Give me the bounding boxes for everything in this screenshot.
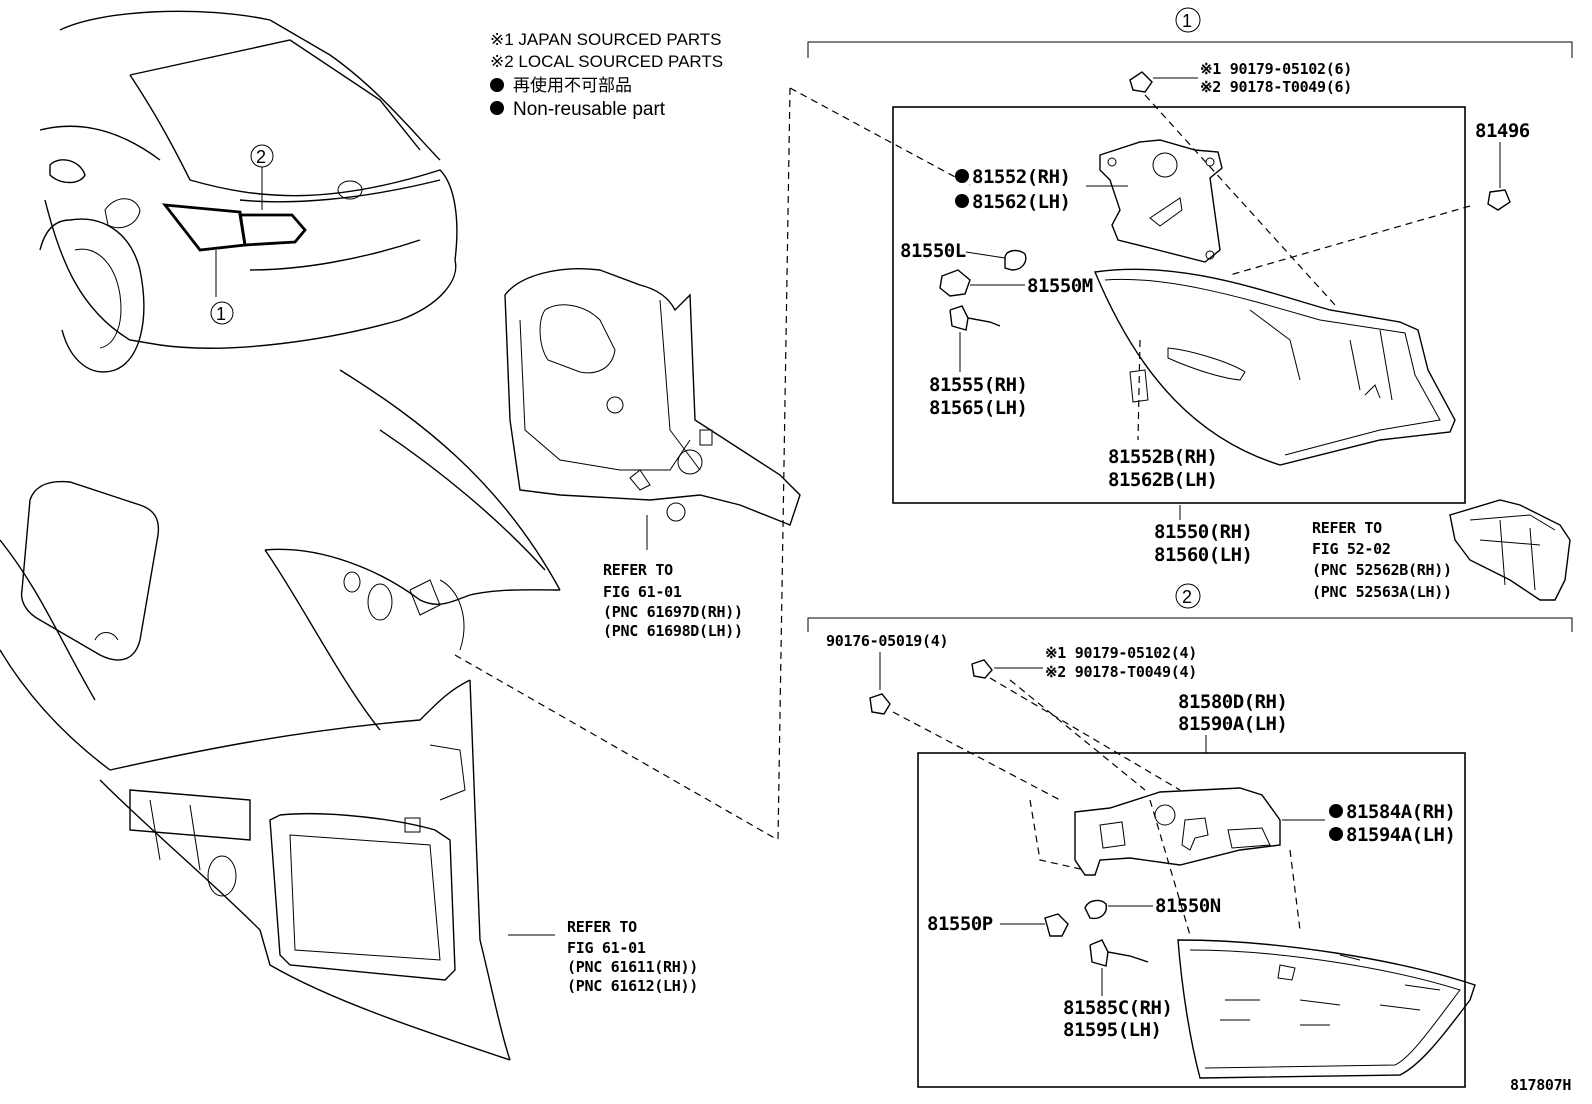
non-reusable-dot-icon bbox=[955, 169, 969, 183]
refer-61b-line3: (PNC 61611(RH)) bbox=[567, 958, 698, 976]
label-seal-lh: 81562B(LH) bbox=[1108, 469, 1217, 491]
legend-japan-sourced: ※1 JAPAN SOURCED PARTS bbox=[490, 30, 722, 49]
label-lamp-rh: 81550(RH) bbox=[1154, 521, 1252, 543]
leader-dashed bbox=[777, 87, 791, 841]
non-reusable-dot-icon bbox=[955, 194, 969, 208]
label-wire2-lh: 81595(LH) bbox=[1063, 1019, 1161, 1041]
refer-61b-line1: REFER TO bbox=[567, 918, 637, 936]
leader-dashed bbox=[454, 654, 779, 841]
leader-dashed bbox=[789, 87, 971, 186]
label-bolt2-local: ※2 90178-T0049(4) bbox=[1045, 663, 1197, 681]
inner-panel-illustration bbox=[504, 268, 801, 550]
bulb-icon bbox=[1004, 249, 1027, 271]
section-1-number: 1 bbox=[1182, 11, 1192, 31]
label-bolt-japan: ※1 90179-05102(6) bbox=[1200, 60, 1352, 78]
legend-non-reusable-en: Non-reusable part bbox=[513, 99, 666, 120]
label-bulb-81550l: 81550L bbox=[900, 240, 966, 262]
non-reusable-dot-icon bbox=[490, 101, 504, 115]
socket-icon bbox=[939, 269, 971, 297]
outer-lamp-highlight bbox=[161, 203, 247, 252]
label-lamp-lh: 81560(LH) bbox=[1154, 544, 1252, 566]
refer-61a-line3: (PNC 61697D(RH)) bbox=[603, 603, 743, 621]
gasket-81552 bbox=[1099, 139, 1223, 263]
label-seal-rh: 81552B(RH) bbox=[1108, 446, 1217, 468]
label-81496: 81496 bbox=[1475, 120, 1530, 142]
label-wire-rh: 81555(RH) bbox=[929, 374, 1027, 396]
inner-lamp-highlight bbox=[238, 213, 307, 247]
refer-61b-line2: FIG 61-01 bbox=[567, 939, 646, 957]
label-gasket2-rh: 81584A(RH) bbox=[1346, 801, 1455, 823]
refer-61b-line4: (PNC 61612(LH)) bbox=[567, 977, 698, 995]
clip-icon bbox=[1487, 189, 1511, 211]
seal-pad bbox=[1129, 369, 1149, 403]
label-bolt2-japan: ※1 90179-05102(4) bbox=[1045, 644, 1197, 662]
refer-52-line4: (PNC 52563A(LH)) bbox=[1312, 583, 1452, 601]
section-2-circle bbox=[1175, 583, 1201, 609]
label-wire2-rh: 81585C(RH) bbox=[1063, 997, 1172, 1019]
label-gasket-rh: 81552(RH) bbox=[972, 166, 1070, 188]
inner-lamp-81580d bbox=[1177, 939, 1476, 1079]
label-socket-81550p: 81550P bbox=[927, 913, 993, 935]
non-reusable-dot-icon bbox=[490, 78, 504, 92]
callout-1-circle bbox=[210, 301, 234, 325]
refer-61a-line1: REFER TO bbox=[603, 561, 673, 579]
label-lamp2-rh: 81580D(RH) bbox=[1178, 691, 1287, 713]
section-1-bracket bbox=[807, 41, 1573, 58]
section-2-bracket bbox=[807, 617, 1573, 632]
label-bolt-local: ※2 90178-T0049(6) bbox=[1200, 78, 1352, 96]
refer-52-line3: (PNC 52562B(RH)) bbox=[1312, 561, 1452, 579]
legend: ※1 JAPAN SOURCED PARTS ※2 LOCAL SOURCED … bbox=[490, 30, 723, 120]
callout-2-number: 2 bbox=[256, 147, 266, 167]
lamp-assembly-box-2 bbox=[917, 752, 1466, 1088]
wire-harness-icon bbox=[949, 305, 1001, 331]
label-lamp2-lh: 81590A(LH) bbox=[1178, 713, 1287, 735]
nut-icon bbox=[869, 693, 891, 715]
label-gasket2-lh: 81594A(LH) bbox=[1346, 824, 1455, 846]
refer-fig-52-02: REFER TO FIG 52-02 (PNC 52562B(RH)) (PNC… bbox=[1312, 499, 1571, 601]
car-rear-illustration: 2 1 bbox=[39, 10, 458, 373]
bolt-icon bbox=[1129, 71, 1153, 93]
bulb-icon bbox=[1084, 899, 1107, 920]
section-2-number: 2 bbox=[1182, 587, 1192, 607]
label-bulb-81550n: 81550N bbox=[1155, 895, 1221, 917]
quarter-panel-illustration bbox=[0, 369, 561, 1061]
label-nut: 90176-05019(4) bbox=[826, 632, 948, 650]
refer-fig-61-01-b: REFER TO FIG 61-01 (PNC 61611(RH)) (PNC … bbox=[567, 918, 698, 995]
label-wire-lh: 81565(LH) bbox=[929, 397, 1027, 419]
legend-non-reusable-jp: 再使用不可部品 bbox=[513, 75, 632, 95]
bracket-52-02 bbox=[1449, 499, 1571, 601]
bolt-icon bbox=[971, 659, 993, 679]
refer-52-line1: REFER TO bbox=[1312, 519, 1382, 537]
label-gasket-lh: 81562(LH) bbox=[972, 191, 1070, 213]
refer-61a-line4: (PNC 61698D(LH)) bbox=[603, 622, 743, 640]
section-1-circle bbox=[1175, 7, 1201, 33]
figure-id: 817807H bbox=[1510, 1076, 1571, 1094]
legend-local-sourced: ※2 LOCAL SOURCED PARTS bbox=[490, 52, 723, 71]
gasket-81584a bbox=[1074, 787, 1281, 876]
section-1-group: 1 ※1 90179-05102(6) ※2 90178-T0049(6) 81… bbox=[807, 7, 1573, 566]
socket-icon bbox=[1044, 913, 1069, 937]
callout-2-circle bbox=[250, 144, 274, 168]
wire-harness-icon bbox=[1089, 939, 1149, 967]
callout-1-number: 1 bbox=[216, 304, 226, 324]
refer-52-line2: FIG 52-02 bbox=[1312, 540, 1391, 558]
tail-lamp-81550 bbox=[1094, 268, 1456, 466]
non-reusable-dot-icon bbox=[1329, 804, 1343, 818]
refer-fig-61-01-a: REFER TO FIG 61-01 (PNC 61697D(RH)) (PNC… bbox=[603, 561, 743, 640]
label-socket-81550m: 81550M bbox=[1027, 275, 1093, 297]
lamp-assembly-box-1 bbox=[892, 106, 1466, 504]
section-2-group: 2 90176-05019(4) ※1 90179-05102(4) ※2 90… bbox=[807, 583, 1573, 1088]
non-reusable-dot-icon bbox=[1329, 827, 1343, 841]
refer-61a-line2: FIG 61-01 bbox=[603, 583, 682, 601]
